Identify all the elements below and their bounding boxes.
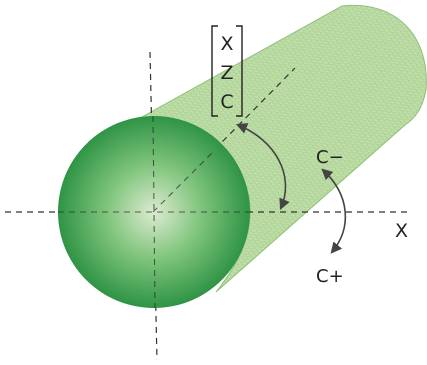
c-rotation-arrow bbox=[321, 168, 347, 254]
x-axis-label: X bbox=[395, 220, 408, 242]
c-minus-label: C− bbox=[316, 147, 344, 168]
bracket-label-z: Z bbox=[220, 62, 233, 84]
rotation-arc-arrow bbox=[235, 123, 290, 211]
cylinder-front-face bbox=[58, 116, 250, 308]
bracket-label-x: X bbox=[220, 33, 233, 55]
c-plus-label: C+ bbox=[316, 266, 344, 287]
diagonal-axis-over-face bbox=[152, 149, 216, 213]
axis-bracket: X Z C bbox=[211, 25, 243, 117]
bracket-label-c: C bbox=[220, 91, 233, 113]
